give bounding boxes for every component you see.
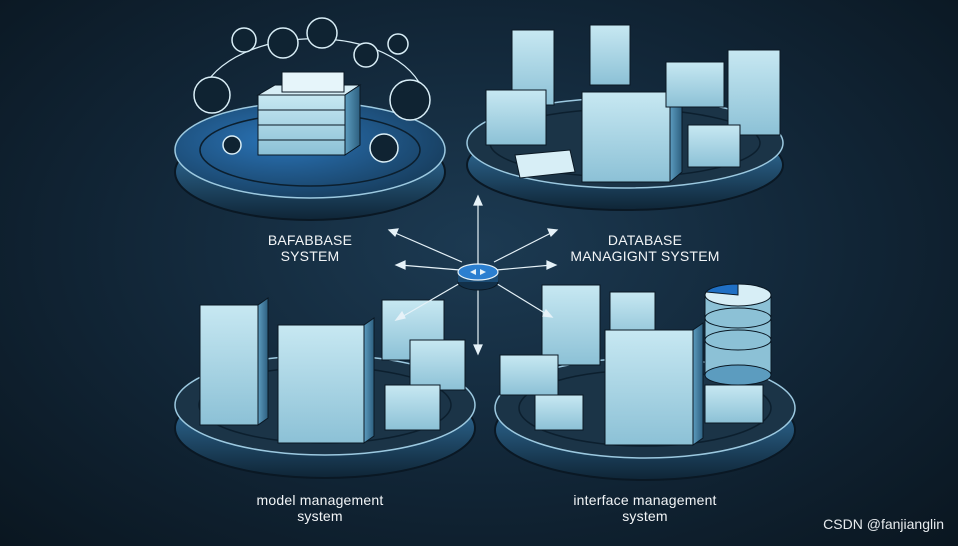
label-top-right: DATABASE MANAGIGNT SYSTEM: [545, 232, 745, 264]
label-bottom-right-line2: system: [622, 508, 668, 524]
analytics-circle-icons: [193, 17, 431, 163]
platform-top-left: [174, 17, 446, 221]
platform-bottom-right: [494, 283, 796, 481]
label-top-right-line1: DATABASE: [607, 232, 683, 248]
label-bottom-left: model management system: [225, 492, 415, 524]
label-top-left: BAFABBASE SYSTEM: [255, 232, 365, 264]
server-stack-top-left: [256, 71, 362, 156]
label-top-left-line2: SYSTEM: [280, 248, 340, 264]
server-stacks-bottom-left: [199, 297, 466, 444]
watermark-text: CSDN @fanjianglin: [823, 516, 944, 532]
label-bottom-right-line1: interface management: [573, 492, 717, 508]
network-hub-icon: [457, 263, 499, 291]
database-cylinder-icon: [704, 283, 772, 386]
label-bottom-left-line2: system: [297, 508, 343, 524]
server-stacks-top-right: [485, 24, 781, 184]
label-bottom-right: interface management system: [535, 492, 755, 524]
platform-top-right: [466, 24, 784, 211]
label-top-right-line2: MANAGIGNT SYSTEM: [570, 248, 720, 264]
server-stacks-bottom-right: [499, 284, 764, 446]
platform-bottom-left: [174, 297, 476, 479]
label-bottom-left-line1: model management: [256, 492, 384, 508]
connection-arrows: [387, 194, 559, 356]
label-top-left-line1: BAFABBASE: [267, 232, 353, 248]
